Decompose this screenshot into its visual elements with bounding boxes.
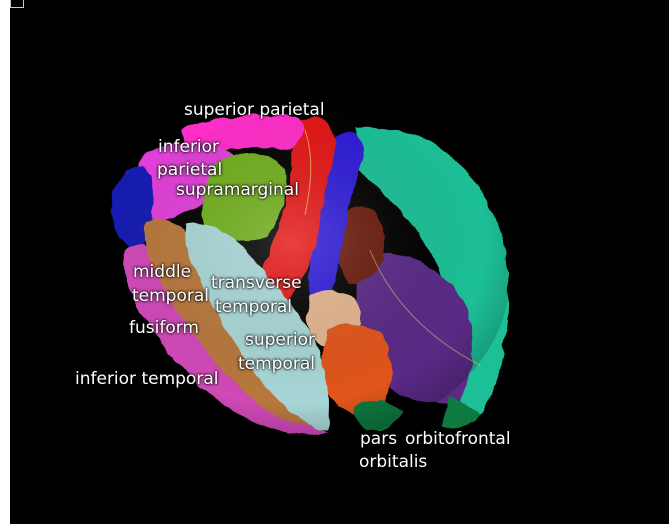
panel-tag xyxy=(10,0,24,8)
brain-surface-illustration xyxy=(10,0,669,524)
label-superior-temporal-line1: superior xyxy=(245,331,315,350)
label-middle-temporal-line2: temporal xyxy=(132,287,209,306)
label-pars-orbitalis-line1: pars xyxy=(360,430,397,449)
label-superior-parietal: superior parietal xyxy=(184,101,325,120)
label-superior-temporal-line2: temporal xyxy=(238,355,315,374)
label-inferior-parietal-line1: inferior xyxy=(158,138,219,157)
label-fusiform: fusiform xyxy=(129,319,199,338)
label-pars-orbitalis-line2: orbitalis xyxy=(359,453,427,472)
brain-render-panel: superior parietal inferior parietal supr… xyxy=(10,0,669,524)
label-transverse-temporal-line2: temporal xyxy=(215,298,292,317)
label-transverse-temporal-line1: transverse xyxy=(211,274,302,293)
label-inferior-temporal: inferior temporal xyxy=(75,370,218,389)
label-middle-temporal-line1: middle xyxy=(133,263,191,282)
label-inferior-parietal-line2: parietal xyxy=(157,161,222,180)
label-supramarginal: supramarginal xyxy=(176,181,299,200)
label-orbitofrontal: orbitofrontal xyxy=(405,430,511,449)
